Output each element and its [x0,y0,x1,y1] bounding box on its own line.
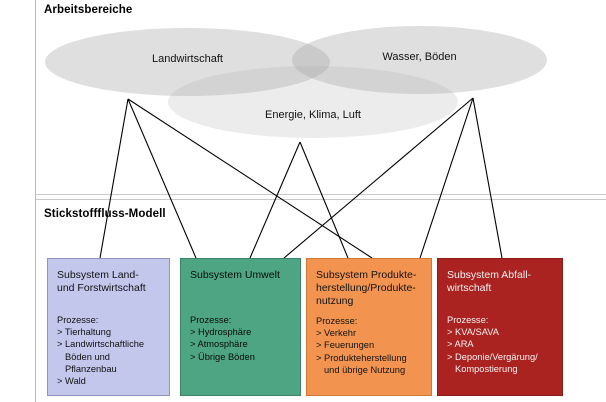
process-item: > Tierhaltung [57,327,112,338]
section-title-stickstofffluss-modell: Stickstofffluss-Modell [44,208,166,220]
ellipse-energie-klima-luft: Energie, Klima, Luft [168,66,458,138]
process-item: > Deponie/Vergärung/ [447,351,538,362]
box-title-line-2: wirtschaft [447,282,492,294]
process-item: > Atmosphäre [190,339,248,350]
box-title-produkte: Subsystem Produkte- herstellung/Produkte… [316,269,423,308]
processes-header: Prozesse: [190,315,232,325]
box-title-umwelt: Subsystem Umwelt [190,269,292,282]
process-item: > Verkehr [316,328,357,339]
connector-right-to-umwelt [283,97,474,259]
process-item: > Landwirtschaftliche [57,339,145,350]
connector-left-to-umwelt [127,98,197,259]
box-title-line-2: und Forstwirtschaft [57,282,146,294]
process-item: > Feuerungen [316,340,375,351]
process-item: > Wald [57,376,86,387]
process-item: und übrige Nutzung [324,364,406,375]
box-processes-land-forst: Prozesse: > Tierhaltung > Landwirtschaft… [57,314,161,387]
process-item: > Hydrosphäre [190,327,252,338]
processes-header: Prozesse: [447,315,489,325]
box-processes-produkte: Prozesse: > Verkehr > Feuerungen > Produ… [316,315,423,376]
section-divider [36,194,606,201]
process-item: Kompostierung [455,363,518,374]
section-title-arbeitsbereiche: Arbeitsbereiche [44,4,133,16]
divider-line-bottom [36,199,606,200]
process-item: > Produkteherstellung [316,352,407,363]
box-subsystem-abfallwirtschaft[interactable]: Subsystem Abfall- wirtschaft Prozesse: >… [437,258,563,396]
process-item: Böden und Pflanzenbau [65,351,117,374]
box-title-line-1: Subsystem Land- [57,269,139,281]
ellipse-label-wasser-boeden: Wasser, Böden [382,51,457,63]
box-subsystem-land-forstwirtschaft[interactable]: Subsystem Land- und Forstwirtschaft Proz… [47,258,170,396]
process-item: > KVA/SAVA [447,327,499,338]
box-title-line-3: nutzung [316,295,354,307]
process-item: > Übrige Böden [190,351,255,362]
ellipse-label-energie-klima-luft: Energie, Klima, Luft [265,109,361,121]
box-subsystem-umwelt[interactable]: Subsystem Umwelt Prozesse: > Hydrosphäre… [180,258,301,396]
divider-line-top [36,194,606,195]
connector-mid-to-umwelt [249,141,301,259]
connector-right-to-produkte [419,97,474,259]
box-subsystem-produkteherstellung-produktenutzung[interactable]: Subsystem Produkte- herstellung/Produkte… [306,258,432,396]
process-item: > ARA [447,339,474,350]
ellipse-label-landwirtschaft: Landwirtschaft [152,53,223,65]
connector-left-to-produkte [127,98,373,259]
connector-mid-to-produkte [299,141,349,259]
processes-header: Prozesse: [57,315,99,325]
box-title-abfall: Subsystem Abfall- wirtschaft [447,269,554,295]
processes-header: Prozesse: [316,316,358,326]
box-title-line-1: Subsystem Produkte- [316,269,417,281]
box-processes-umwelt: Prozesse: > Hydrosphäre > Atmosphäre > Ü… [190,314,292,363]
left-vertical-rule [35,0,36,402]
connector-right-to-abfall [472,97,503,259]
ellipse-wasser-boeden: Wasser, Böden [292,26,547,94]
connector-left-to-land-forst [99,98,129,259]
box-title-line-1: Subsystem Umwelt [190,269,280,281]
ellipse-landwirtschaft: Landwirtschaft [45,28,330,96]
box-title-line-2: herstellung/Produkte- [316,282,416,294]
box-processes-abfall: Prozesse: > KVA/SAVA > ARA > Deponie/Ver… [447,314,554,375]
box-title-land-forst: Subsystem Land- und Forstwirtschaft [57,269,161,295]
box-title-line-1: Subsystem Abfall- [447,269,532,281]
